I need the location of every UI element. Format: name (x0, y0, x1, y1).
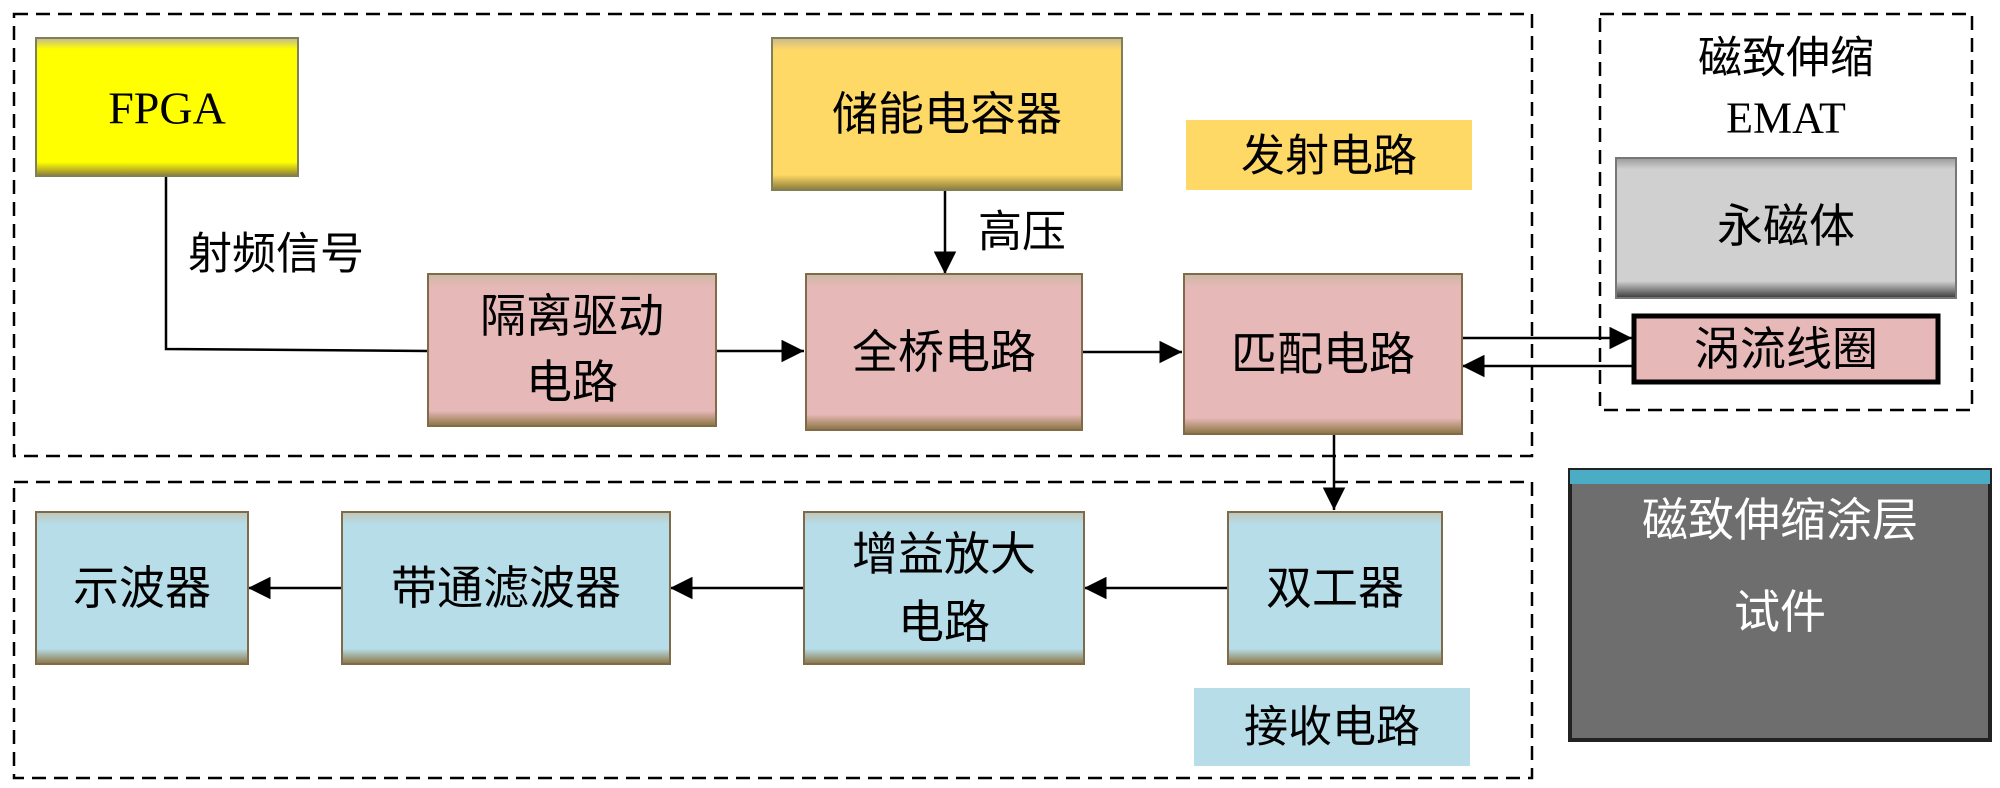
receive-tag (1194, 688, 1470, 766)
bandpass-filter-label: 带通滤波器 (391, 561, 621, 615)
permanent-magnet-label: 永磁体 (1717, 199, 1855, 253)
oscilloscope-label: 示波器 (73, 561, 211, 615)
eddy-current-coil-block: 涡流线圈 (1631, 313, 1941, 385)
isolation-driver-label-line2: 电路 (526, 355, 618, 409)
emat-title-line2: EMAT (1726, 94, 1846, 143)
oscilloscope-block: 示波器 (35, 511, 249, 665)
bandpass-filter-block: 带通滤波器 (341, 511, 671, 665)
storage-capacitor-block: 储能电容器 (771, 37, 1123, 191)
duplexer-block: 双工器 (1227, 511, 1443, 665)
matching-block: 匹配电路 (1183, 273, 1463, 435)
transmit-region (12, 12, 1534, 458)
isolation-driver-block: 隔离驱动 电路 (427, 273, 717, 427)
emat-title-line1: 磁致伸缩 (1698, 33, 1874, 84)
duplexer-label: 双工器 (1266, 561, 1404, 615)
rf-signal-label: 射频信号 (188, 229, 364, 280)
receive-circuit-label: 接收电路 (1244, 702, 1420, 753)
gain-amp-label-line1: 增益放大 (852, 527, 1036, 581)
receive-region (12, 480, 1534, 780)
full-bridge-label: 全桥电路 (852, 325, 1036, 379)
isolation-driver-label-line1: 隔离驱动 (480, 289, 664, 343)
emat-region (1598, 12, 1974, 412)
high-voltage-label: 高压 (978, 207, 1066, 258)
gain-amp-label-line2: 电路 (898, 595, 990, 649)
permanent-magnet-block: 永磁体 (1615, 157, 1957, 299)
transmit-tag (1186, 120, 1472, 190)
matching-label: 匹配电路 (1231, 327, 1415, 381)
specimen-block: 磁致伸缩涂层 试件 (1568, 468, 1992, 742)
transmit-circuit-label: 发射电路 (1241, 131, 1417, 182)
fpga-label: FPGA (108, 83, 226, 134)
rf-signal-line (164, 175, 429, 353)
gain-amp-block: 增益放大 电路 (803, 511, 1085, 665)
eddy-current-coil-label: 涡流线圈 (1694, 322, 1878, 376)
coating-layer (1570, 470, 1990, 484)
fpga-block: FPGA (35, 37, 299, 177)
full-bridge-block: 全桥电路 (805, 273, 1083, 431)
storage-capacitor-label: 储能电容器 (832, 87, 1062, 141)
specimen-coating-label: 磁致伸缩涂层 (1642, 493, 1918, 547)
specimen-label: 试件 (1734, 585, 1826, 639)
